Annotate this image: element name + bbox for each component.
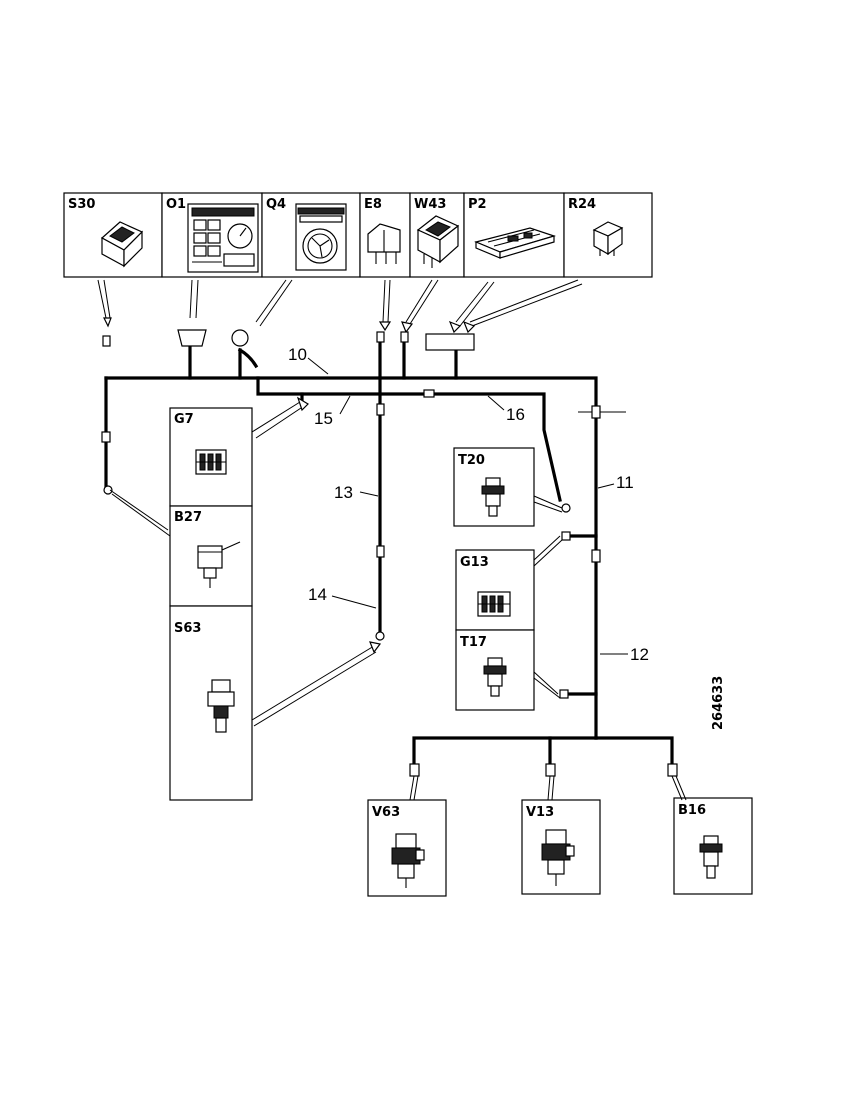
connectors [101,329,678,777]
p2-circuit-board-icon [474,227,556,259]
top-component-row: S30 O1 Q4 E8 W43 P2 R24 [63,192,653,278]
callout-12: 12 [630,645,649,664]
callout-16: 16 [506,405,525,424]
right-middle-leaders [533,495,563,699]
top-leaders [97,279,583,334]
connector-s30 [102,335,111,347]
callout-15: 15 [314,409,333,428]
label-s63: S63 [174,621,201,636]
v63-valve-icon [391,833,425,888]
label-v13: V13 [526,805,554,820]
s63-pressure-switch-icon [207,679,235,733]
callout-13: 13 [334,483,353,502]
g7-fuse-block-icon [195,449,227,475]
t20-sensor-icon [481,477,505,517]
connector-w43 [400,331,409,343]
label-g13: G13 [460,555,489,570]
harness-callouts: 10 11 12 13 14 15 16 [288,345,649,664]
label-s30: S30 [68,197,95,212]
bottom-leaders [409,775,687,801]
callout-14: 14 [308,585,327,604]
label-t17: T17 [460,635,487,650]
connector-o1 [177,329,207,347]
callout-11: 11 [616,473,634,492]
figure-number: 264633 [711,676,726,730]
label-q4: Q4 [266,197,286,212]
g13-fuse-block-icon [477,591,511,617]
b16-sensor-icon [699,835,723,879]
r24-relay-icon [592,221,624,256]
harness-15-16 [256,376,562,502]
label-p2: P2 [468,197,487,212]
panel-g13 [455,549,535,631]
v13-valve-icon [541,829,575,886]
label-t20: T20 [458,453,485,468]
label-w43: W43 [414,197,446,212]
label-e8: E8 [364,197,382,212]
right-middle-components: T20 G13 T17 [453,447,535,711]
b27-sensor-icon [197,541,241,588]
label-v63: V63 [372,805,400,820]
connector-q4 [231,329,249,347]
q4-gauge-icon [295,203,347,271]
left-leaders [109,396,382,727]
label-o1: O1 [166,197,186,212]
e8-relay-icon [367,223,401,264]
label-g7: G7 [174,412,194,427]
label-r24: R24 [568,197,596,212]
harness-10-trunk [104,376,598,740]
w43-switch-icon [416,215,460,268]
harness-bottom-left [412,736,598,768]
t17-sensor-icon [483,657,507,697]
label-b16: B16 [678,803,706,818]
connector-p2-r24 [425,333,475,351]
s30-switch-icon [100,221,144,268]
label-b27: B27 [174,510,202,525]
connector-e8 [376,331,385,343]
bottom-component-row: V63 V13 B16 [367,797,753,897]
left-component-column: G7 B27 S63 [169,407,253,801]
o1-instrument-cluster-icon [187,203,259,273]
callout-10: 10 [288,345,307,364]
